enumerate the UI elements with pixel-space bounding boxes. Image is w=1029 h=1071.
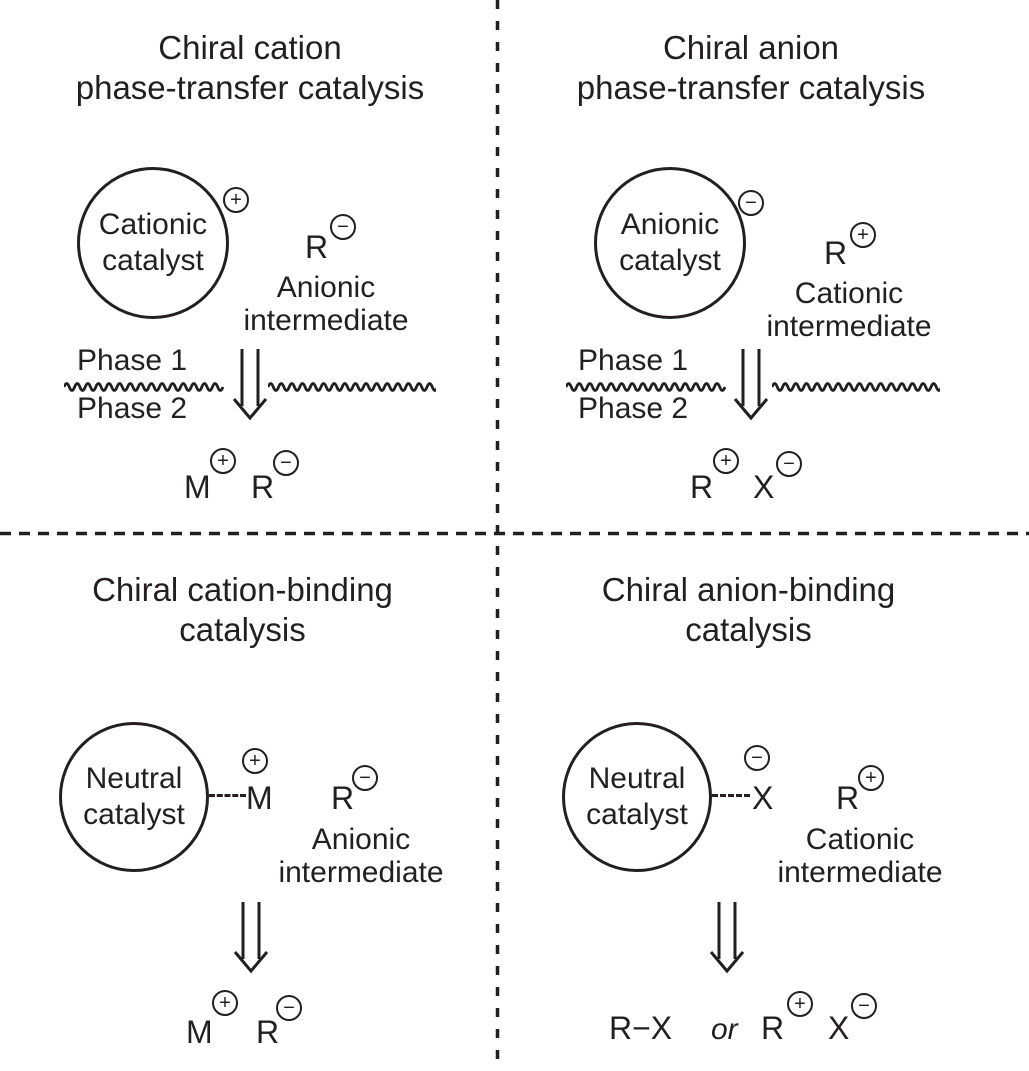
quadrant-title-line2: catalysis [179,611,306,648]
product-anion-symbol: X [753,469,775,505]
catalyst-circle: Neutral catalyst [59,722,209,872]
intermediate-label: Cationic intermediate [719,277,979,343]
intermediate-label-line2: intermediate [777,856,943,889]
catalyst-label-line2: catalyst [619,244,721,277]
quadrant-title-line1: Chiral anion-binding [601,571,896,608]
quadrant-title: Chiral cation-binding catalysis [0,570,485,650]
quadrant-title-line1: Chiral anion [662,29,840,66]
catalyst-label-line1: Neutral [588,762,686,795]
phase-2-label: Phase 2 [578,392,689,425]
dashed-bond [712,794,750,797]
plus-charge-icon: + [850,222,876,248]
double-down-arrow-icon [233,902,269,974]
product-neutral-compound: R−X [609,1010,673,1046]
product-anion-symbol: X [828,1010,850,1046]
phase-boundary-wavy-line [566,382,726,392]
minus-charge-icon: − [738,190,764,216]
phase-boundary-wavy-line [64,382,224,392]
quadrant-title-line1: Chiral cation [158,29,342,66]
intermediate-label-line2: intermediate [766,310,932,343]
minus-charge-icon: − [352,765,378,791]
product-anion-symbol: R [256,1014,280,1050]
plus-charge-icon: + [212,990,238,1016]
product-cation-symbol: R [761,1010,785,1046]
phase-1-label: Phase 1 [77,344,188,377]
intermediate-symbol: R [836,780,860,816]
catalyst-label-line1: Cationic [98,208,208,241]
double-down-arrow-icon [709,902,745,974]
quadrant-title: Chiral anion-binding catalysis [506,570,991,650]
product-cation-symbol: R [690,469,714,505]
catalyst-label-line2: catalyst [83,798,185,831]
intermediate-label: Anionic intermediate [196,271,456,337]
catalyst-label-line1: Anionic [620,208,720,241]
plus-charge-icon: + [858,765,884,791]
quadrant-title-line2: phase-transfer catalysis [75,69,425,106]
intermediate-symbol: R [331,780,355,816]
phase-boundary-wavy-line [268,382,436,392]
intermediate-label: Cationic intermediate [730,823,990,889]
intermediate-label-line2: intermediate [278,856,444,889]
bound-ion-symbol: X [752,780,774,816]
minus-charge-icon: − [776,451,802,477]
plus-charge-icon: + [787,991,813,1017]
catalyst-circle: Neutral catalyst [562,722,712,872]
minus-charge-icon: − [851,993,877,1019]
double-down-arrow-icon [232,349,268,421]
catalyst-label-line1: Neutral [85,762,183,795]
or-text: or [711,1013,738,1046]
minus-charge-icon: − [273,450,299,476]
catalyst-label-line2: catalyst [586,798,688,831]
minus-charge-icon: − [276,995,302,1021]
plus-charge-icon: + [223,187,249,213]
phase-1-label: Phase 1 [578,344,689,377]
intermediate-symbol: R [305,229,329,265]
minus-charge-icon: − [744,745,770,771]
product-cation-symbol: M [186,1014,213,1050]
minus-charge-icon: − [330,214,356,240]
plus-charge-icon: + [210,448,236,474]
intermediate-label-line2: intermediate [243,304,409,337]
catalyst-circle: Cationic catalyst [77,167,229,319]
quadrant-title-line2: catalysis [685,611,812,648]
phase-boundary-wavy-line [772,382,940,392]
catalyst-circle: Anionic catalyst [594,167,746,319]
intermediate-label: Anionic intermediate [231,823,491,889]
plus-charge-icon: + [713,448,739,474]
intermediate-label-line1: Cationic [794,277,904,310]
quadrant-title-line1: Chiral cation-binding [92,571,393,608]
product-cation-symbol: M [184,469,211,505]
quadrant-title: Chiral cation phase-transfer catalysis [5,28,495,108]
intermediate-symbol: R [824,235,848,271]
product-anion-symbol: R [251,469,275,505]
dashed-bond [209,794,246,797]
catalyst-label-line2: catalyst [102,244,204,277]
double-down-arrow-icon [733,349,769,421]
phase-2-label: Phase 2 [77,392,188,425]
intermediate-label-line1: Anionic [276,271,376,304]
bound-ion-symbol: M [246,780,273,816]
intermediate-label-line1: Anionic [311,823,411,856]
intermediate-label-line1: Cationic [805,823,915,856]
quadrant-title-line2: phase-transfer catalysis [576,69,926,106]
quadrant-title: Chiral anion phase-transfer catalysis [511,28,991,108]
plus-charge-icon: + [242,748,268,774]
